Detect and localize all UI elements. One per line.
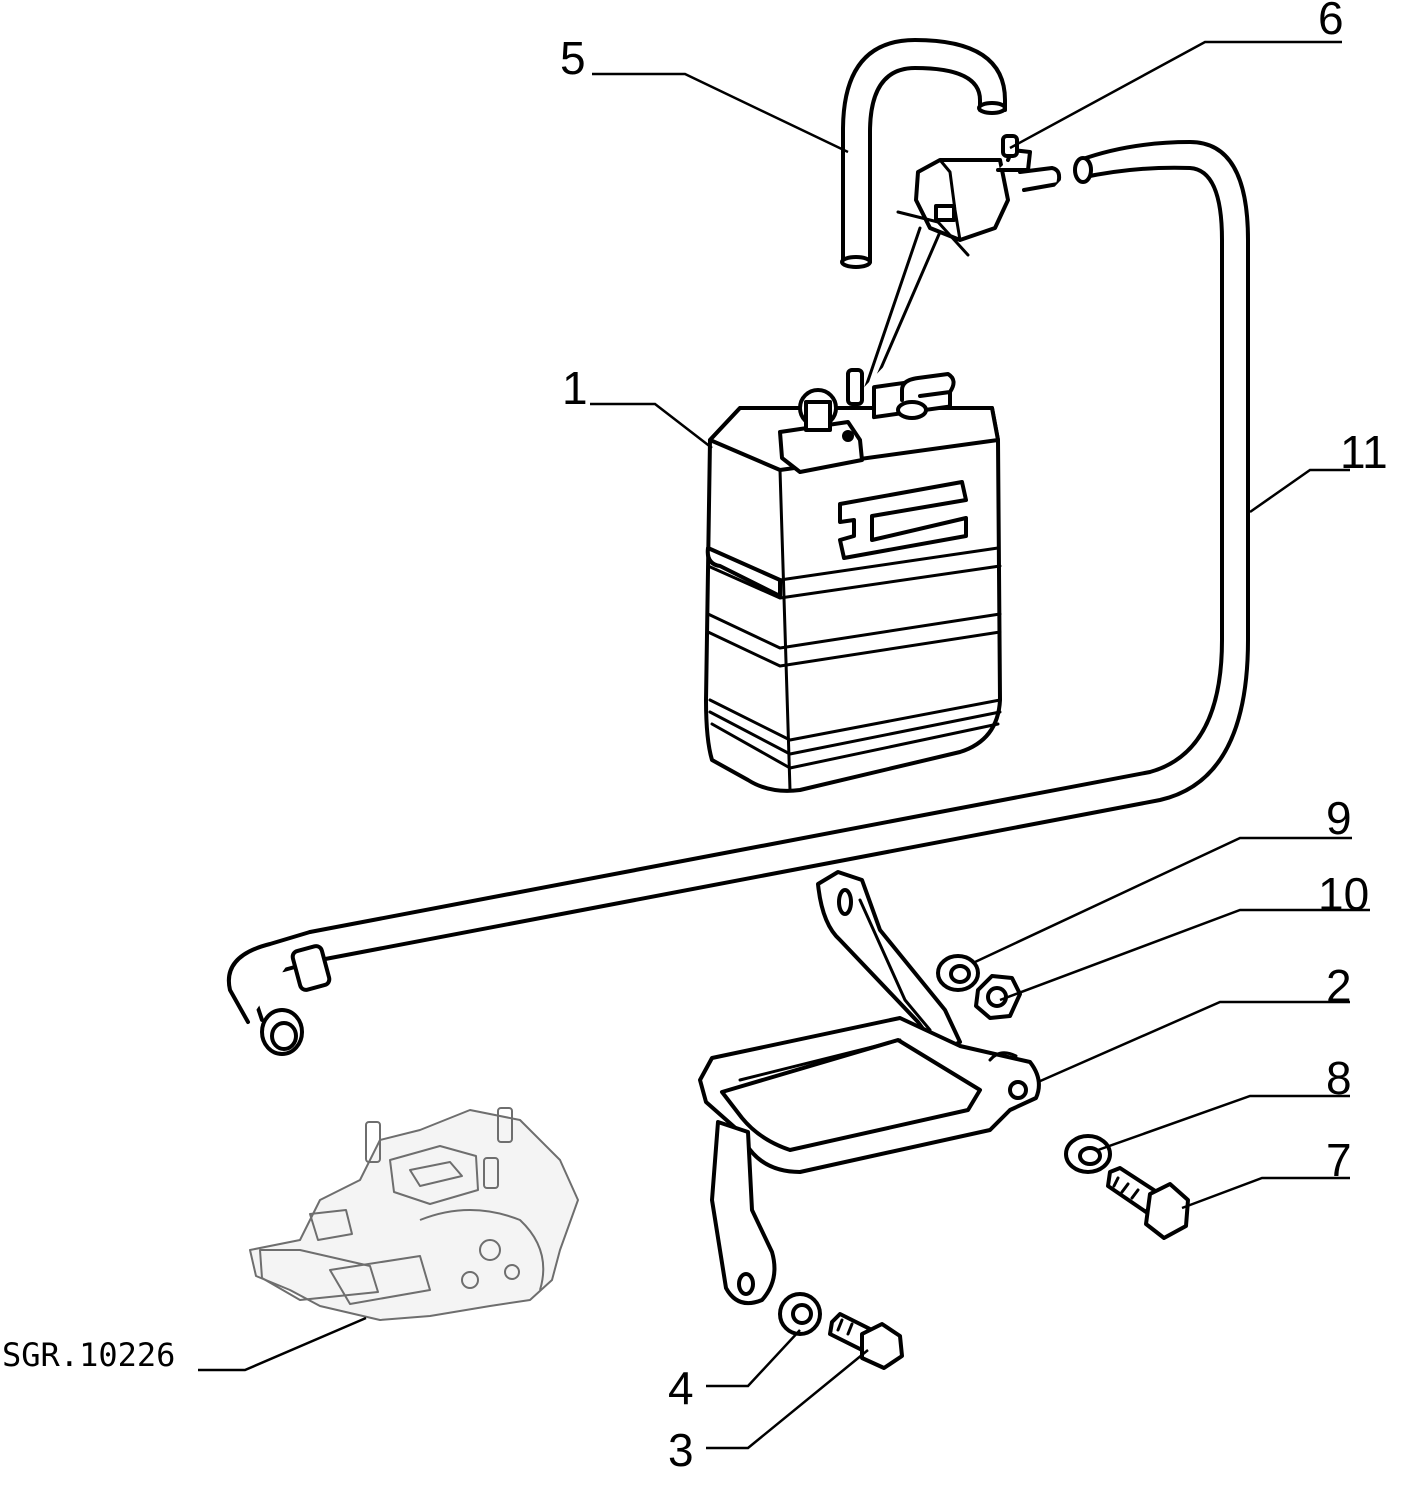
leader-1 xyxy=(590,402,713,449)
leader-3 xyxy=(706,1349,869,1450)
carburettor-sketch xyxy=(249,1107,579,1321)
solenoid-valve-part-6 xyxy=(856,134,1062,414)
leader-10 xyxy=(999,908,1370,1002)
leader-6 xyxy=(1009,40,1342,150)
callout-4: 4 xyxy=(668,1362,694,1414)
bracket-part-2 xyxy=(698,870,1041,1305)
callout-3: 3 xyxy=(668,1424,694,1476)
callout-10: 10 xyxy=(1318,868,1369,920)
leader-4 xyxy=(706,1329,801,1388)
leader-lines xyxy=(198,40,1370,1450)
leader-5 xyxy=(592,72,849,154)
nut-part-10 xyxy=(974,974,1022,1020)
canister-part-1 xyxy=(704,368,1002,793)
leader-7 xyxy=(1181,1176,1350,1210)
callout-1: 1 xyxy=(562,362,588,414)
leader-11 xyxy=(1249,468,1350,514)
washer-part-4 xyxy=(778,1292,822,1336)
leader-2 xyxy=(1037,1000,1350,1084)
callout-2: 2 xyxy=(1326,960,1352,1012)
bolt-part-3 xyxy=(828,1312,904,1370)
leader-ref xyxy=(198,1316,367,1372)
washer-part-8 xyxy=(1064,1134,1112,1174)
washer-part-9 xyxy=(936,954,980,992)
callout-6: 6 xyxy=(1318,0,1344,44)
hose-part-5 xyxy=(840,38,1007,269)
callout-5: 5 xyxy=(560,32,586,84)
drawing-reference-code: SGR.10226 xyxy=(2,1336,175,1374)
callout-7: 7 xyxy=(1326,1134,1352,1186)
callout-8: 8 xyxy=(1326,1052,1352,1104)
callout-11: 11 xyxy=(1340,426,1388,478)
leader-8 xyxy=(1097,1094,1350,1152)
leader-9 xyxy=(974,836,1352,964)
callout-9: 9 xyxy=(1326,792,1352,844)
bolt-part-7 xyxy=(1106,1166,1190,1240)
